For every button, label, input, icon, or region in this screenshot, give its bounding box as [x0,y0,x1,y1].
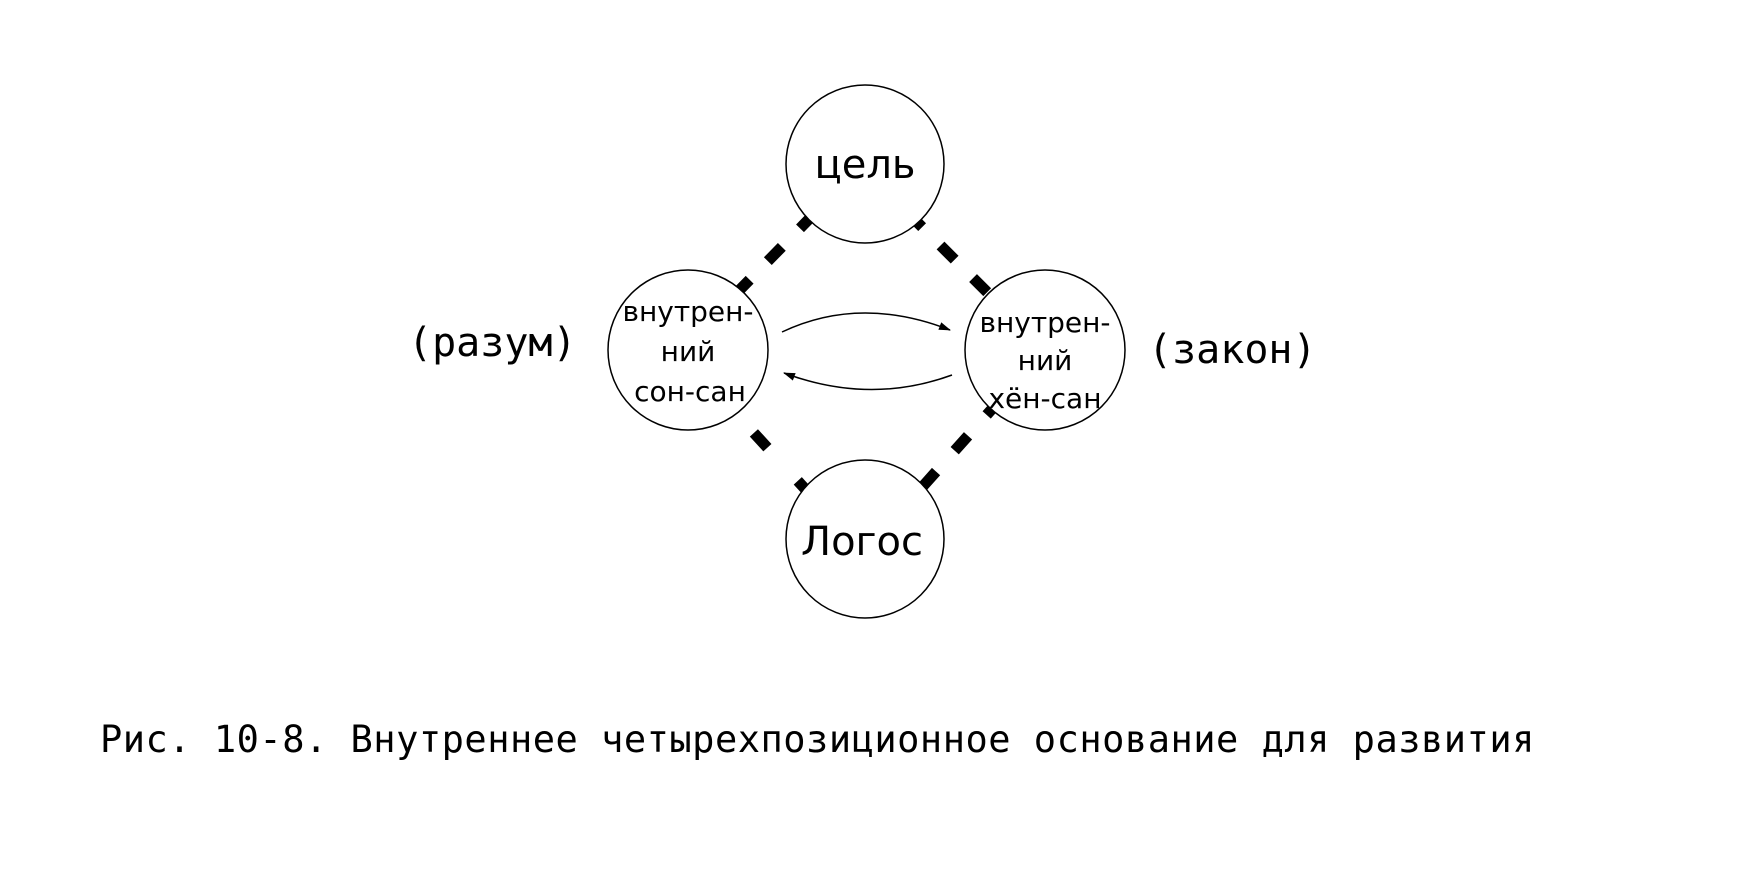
node-left-circle [607,269,769,431]
node-right-line-2: ний [1018,344,1073,377]
node-left-line-3: сон-сан [634,375,746,408]
node-bottom-label: Логос [801,519,923,565]
arrow-right-to-left [783,372,953,391]
node-top-circle [785,84,945,244]
side-label-left: (разум) [408,320,577,366]
node-right-circle [964,269,1126,431]
figure-caption: Рис. 10-8. Внутреннее четырехпозиционное… [100,718,1535,761]
connector-left-bottom [705,381,823,507]
node-right-line-1: внутрен- [979,306,1110,339]
node-left-line-2: ний [661,335,716,368]
arrow-left-to-right [781,312,951,333]
node-top-label: цель [815,142,916,188]
node-left-line-1: внутрен- [622,295,753,328]
node-bottom-circle [785,459,945,619]
node-right-line-3: хён-сан [988,382,1101,415]
side-label-right: (закон) [1148,327,1317,373]
